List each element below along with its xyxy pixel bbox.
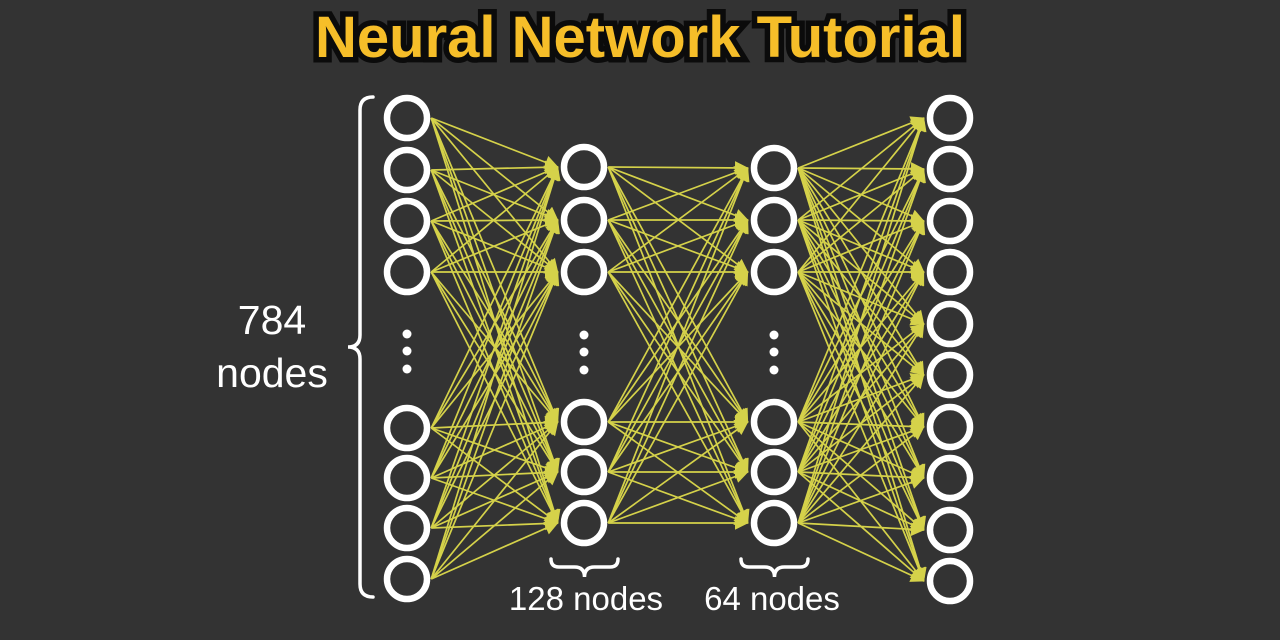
connection-line (607, 219, 749, 524)
connection-line (797, 323, 925, 524)
output-node-circle (926, 506, 974, 554)
hidden-layer-1-label: 128 nodes (508, 580, 664, 617)
connection-line (797, 374, 925, 524)
connection-line (430, 421, 559, 580)
hidden-layer-2-label: 64 nodes (704, 580, 840, 617)
connection-line (430, 521, 559, 580)
connection-line (797, 117, 925, 221)
connection-line (797, 117, 926, 423)
hidden-layer-1-brace (549, 557, 620, 578)
connection-line (607, 167, 750, 524)
ellipsis-dot (402, 346, 412, 356)
input-node-circle (383, 504, 431, 552)
connection-line (430, 166, 560, 479)
connection-line (430, 166, 559, 429)
connection-line (607, 167, 749, 423)
ellipsis-dot (402, 364, 412, 374)
connection-line (608, 161, 749, 175)
hidden1-node-circle (560, 196, 608, 244)
connection-line (430, 271, 560, 580)
output-node-circle (926, 351, 974, 399)
connection-line (607, 469, 749, 524)
connection-line (607, 167, 749, 273)
page-title: Neural Network Tutorial (310, 0, 971, 76)
hidden1-node-circle (560, 398, 608, 446)
output-node-circle (926, 403, 974, 451)
connection-line (797, 271, 925, 428)
input-layer-brace (347, 95, 375, 599)
output-node-circle (926, 454, 974, 502)
input-node-circle (383, 146, 431, 194)
hidden1-node-circle (560, 248, 608, 296)
connection-line (797, 522, 925, 582)
connection-line (797, 117, 925, 273)
connection-line (607, 166, 749, 221)
output-node-circle (926, 94, 974, 142)
output-node-circle (926, 557, 974, 605)
ellipsis-dot (402, 329, 412, 339)
output-node-circle (926, 197, 974, 245)
connection-line (431, 160, 559, 175)
hidden2-node-circle (750, 499, 798, 547)
input-node-circle (383, 454, 431, 502)
hidden1-node-circle (560, 499, 608, 547)
connection-line (607, 167, 749, 473)
connection-line (430, 117, 559, 169)
hidden2-node-circle (750, 448, 798, 496)
input-node-circle (383, 404, 431, 452)
connection-line (797, 116, 925, 169)
connection-line (797, 220, 926, 524)
connection-line (430, 471, 559, 580)
output-node-circle (926, 300, 974, 348)
hidden-layer-2-brace (739, 557, 810, 578)
connection-line (797, 426, 925, 524)
output-node-circle (926, 145, 974, 193)
connection-line (430, 166, 560, 529)
hidden2-node-circle (750, 196, 798, 244)
connection-line (797, 117, 926, 473)
input-node-circle (383, 248, 431, 296)
connection-line (797, 475, 925, 524)
ellipsis-dot (579, 365, 589, 375)
ellipsis-dot (769, 330, 779, 340)
hidden2-node-circle (750, 248, 798, 296)
hidden2-node-circle (750, 398, 798, 446)
ellipsis-dot (769, 347, 779, 357)
connection-line (430, 165, 559, 222)
connection-line (607, 271, 749, 524)
input-node-circle (383, 94, 431, 142)
connection-line (797, 117, 927, 524)
hidden1-node-circle (560, 448, 608, 496)
connection-line (797, 271, 925, 524)
connection-line (430, 219, 560, 580)
input-layer-label: 784 nodes (216, 297, 328, 396)
input-node-circle (383, 197, 431, 245)
connection-line (797, 168, 926, 524)
connection-line (797, 271, 925, 376)
connection-line (607, 421, 749, 524)
connection-line (798, 522, 925, 537)
connection-line (797, 271, 925, 531)
connection-line (430, 166, 561, 580)
input-node-circle (383, 555, 431, 603)
ellipsis-dot (769, 365, 779, 375)
hidden1-node-circle (560, 143, 608, 191)
connection-line (430, 166, 559, 273)
ellipsis-dot (579, 330, 589, 340)
ellipsis-dot (579, 347, 589, 357)
output-node-circle (926, 248, 974, 296)
hidden2-node-circle (750, 144, 798, 192)
